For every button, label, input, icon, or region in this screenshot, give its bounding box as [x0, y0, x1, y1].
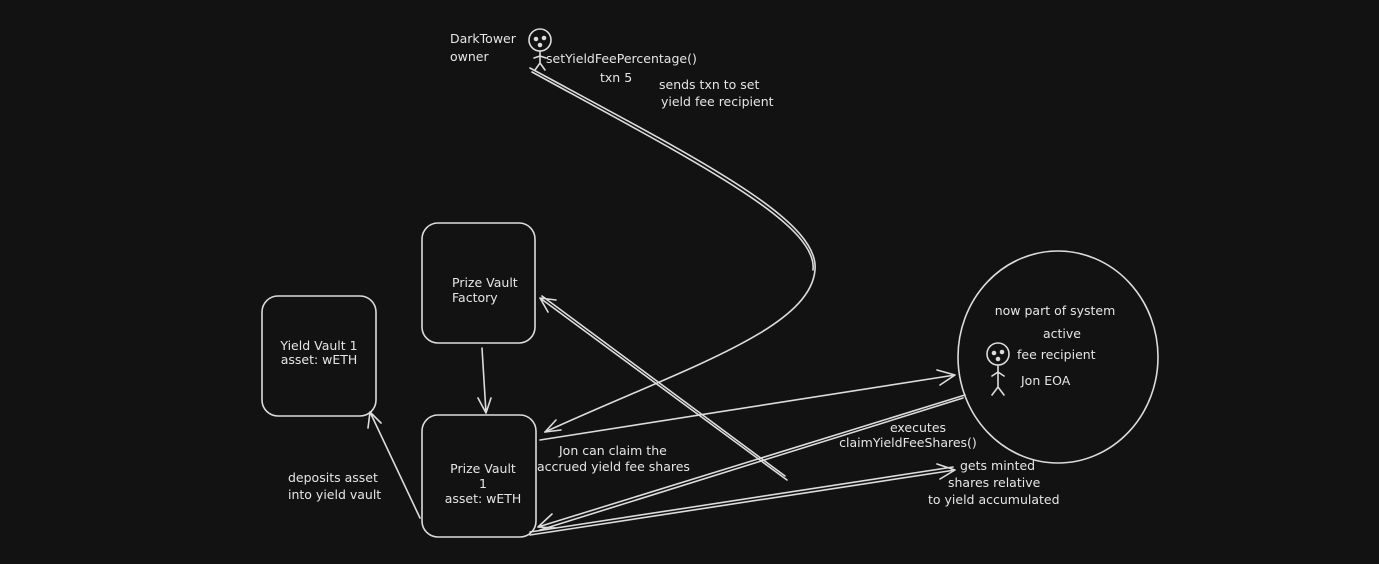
arrow-prize-vault-to-yield-vault	[367, 411, 421, 519]
recipient-status: active	[1043, 326, 1081, 341]
factory-box[interactable]	[421, 222, 536, 344]
prize-vault-asset: asset: wETH	[445, 491, 522, 506]
deposit-label-1: deposits asset	[288, 470, 378, 485]
recipient-note: now part of system	[995, 303, 1116, 318]
prize-vault-number: 1	[479, 476, 487, 491]
yield-vault-box[interactable]	[261, 295, 377, 417]
sends-label-2: yield fee recipient	[661, 94, 774, 109]
yield-vault-title: Yield Vault 1	[279, 338, 357, 353]
owner-name: DarkTower	[450, 31, 517, 46]
sends-label-1: sends txn to set	[659, 77, 759, 92]
owner-person-icon	[528, 28, 552, 71]
arrow-owner-to-prize-vault	[529, 67, 816, 433]
arrow-recipient-to-prize-vault	[537, 394, 966, 531]
claim-label-1: Jon can claim the	[558, 443, 667, 458]
recipient-person-icon	[986, 342, 1010, 396]
recipient-label: fee recipient	[1017, 347, 1096, 362]
minted-label-1: gets minted	[960, 458, 1035, 473]
exec-label-1: executes	[890, 420, 946, 435]
prize-vault-box[interactable]	[421, 414, 537, 538]
prize-vault-title: Prize Vault	[450, 461, 516, 476]
minted-label-3: to yield accumulated	[928, 492, 1060, 507]
yield-vault-asset: asset: wETH	[281, 352, 358, 367]
recipient-name: Jon EOA	[1020, 373, 1071, 388]
set-fee-call-label: setYieldFeePercentage()	[546, 51, 697, 66]
owner-role: owner	[450, 49, 489, 64]
arrow-minted-shares	[529, 463, 956, 536]
deposit-label-2: into yield vault	[288, 487, 381, 502]
claim-label-2: accrued yield fee shares	[537, 459, 690, 474]
minted-label-2: shares relative	[948, 475, 1041, 490]
arrow-factory-to-prize-vault	[477, 347, 492, 414]
txn-label: txn 5	[600, 70, 632, 85]
arrow-prize-vault-to-recipient	[539, 369, 956, 441]
fee-recipient-circle[interactable]	[957, 250, 1159, 464]
arrow-to-factory	[539, 295, 788, 481]
exec-label-2: claimYieldFeeShares()	[839, 435, 977, 450]
factory-subtitle: Factory	[452, 290, 498, 305]
factory-title: Prize Vault	[452, 275, 518, 290]
